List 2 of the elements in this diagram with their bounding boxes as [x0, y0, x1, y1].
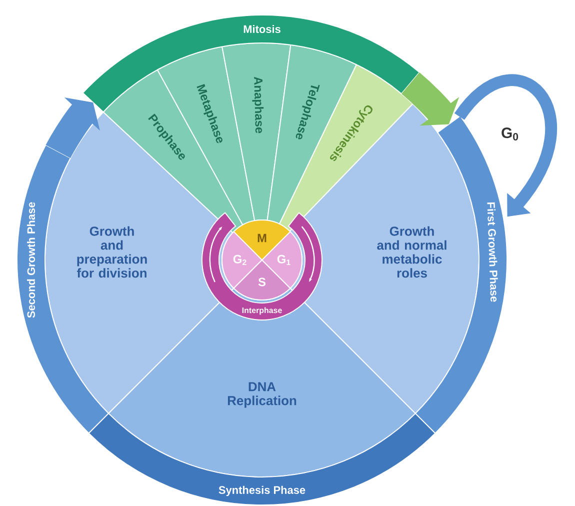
phase-band: Synthesis Phase — [88, 412, 436, 506]
phase-wedge: Anaphase — [222, 42, 292, 222]
